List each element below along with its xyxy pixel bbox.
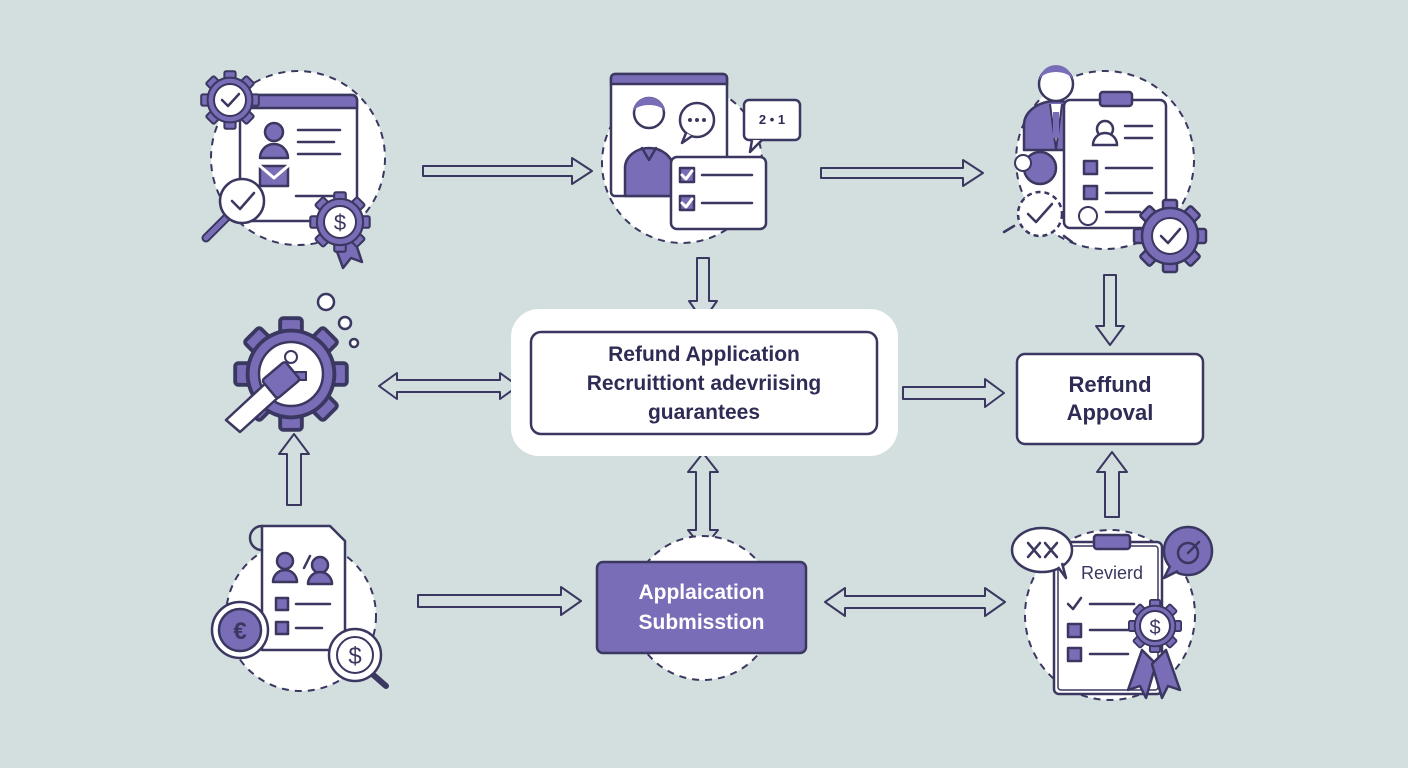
dollar-magnifier-icon: $ bbox=[327, 627, 389, 689]
envelope-icon bbox=[258, 164, 290, 188]
arrow-submission-review-double bbox=[824, 587, 1006, 617]
clipboard-checklist-icon bbox=[1052, 533, 1164, 696]
reject-bubble-icon bbox=[1010, 526, 1074, 580]
svg-text:$: $ bbox=[348, 643, 361, 670]
bubbles-decoration bbox=[316, 292, 360, 349]
bottom-left-documents-node: € $ bbox=[210, 524, 389, 692]
arrow-top-left-to-top-center bbox=[422, 157, 593, 185]
arrow-center-submission-double bbox=[687, 452, 719, 550]
interview-badge-text: 2 • 1 bbox=[758, 112, 786, 127]
svg-text:$: $ bbox=[334, 210, 346, 235]
dollar-badge-icon: $ bbox=[309, 191, 371, 270]
browser-profile-icon bbox=[238, 93, 359, 223]
center-refund-application-node bbox=[511, 309, 898, 456]
bottom-right-review-node: $ bbox=[1010, 525, 1214, 701]
magnifier-check-icon bbox=[201, 177, 266, 243]
arrow-top-right-to-approval bbox=[1095, 274, 1125, 346]
arrow-bottom-left-to-submission bbox=[417, 586, 582, 616]
middle-left-search-node bbox=[224, 292, 360, 434]
badge-bubble-icon bbox=[742, 98, 802, 154]
dollar-ribbon-icon: $ bbox=[1126, 598, 1183, 700]
arrow-center-to-approval bbox=[902, 378, 1005, 408]
top-center-interview-node bbox=[601, 72, 802, 244]
clipboard-profile-icon bbox=[1062, 90, 1168, 230]
target-bubble-icon bbox=[1162, 525, 1214, 580]
chat-bubble-icon bbox=[678, 101, 716, 145]
arrow-center-left-double bbox=[378, 372, 519, 400]
gear-check-large-icon bbox=[1132, 198, 1208, 274]
arrow-top-center-to-top-right bbox=[820, 159, 984, 187]
euro-coin-icon: € bbox=[210, 600, 270, 660]
svg-text:$: $ bbox=[1149, 617, 1160, 639]
svg-text:€: € bbox=[233, 618, 246, 645]
checklist-card-icon bbox=[669, 155, 768, 231]
refund-approval-node bbox=[1015, 352, 1205, 446]
clipboard-label: Revierd bbox=[1080, 563, 1144, 583]
handshake-icon bbox=[1014, 150, 1098, 226]
top-right-hr-review-node bbox=[1002, 65, 1208, 274]
top-left-application-node: $ bbox=[200, 70, 386, 270]
arrow-review-up-to-approval bbox=[1096, 451, 1128, 518]
gear-check-icon bbox=[1002, 190, 1074, 244]
application-submission-node bbox=[595, 535, 808, 681]
gear-check-icon bbox=[200, 70, 260, 130]
magnifier-icon bbox=[224, 361, 301, 434]
arrow-bottom-left-up bbox=[278, 433, 310, 506]
